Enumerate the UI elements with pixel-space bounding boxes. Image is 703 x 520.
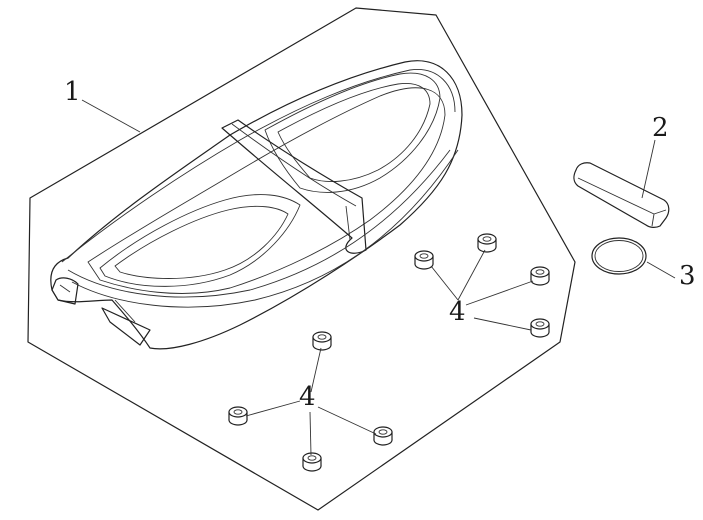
- grommet: [373, 426, 393, 446]
- callout-grommets-upper: 4: [449, 297, 466, 327]
- grommets-upper: [414, 233, 550, 338]
- grommets-lower: [228, 331, 393, 472]
- leader-lines: [81, 99, 676, 456]
- grommet: [530, 266, 550, 286]
- callout-grommets-lower: 4: [299, 382, 316, 412]
- o-ring-part: [591, 237, 647, 275]
- grommet: [414, 250, 434, 270]
- assembly-boundary: [27, 7, 576, 511]
- callout-seat: 1: [64, 77, 81, 107]
- grommet: [312, 331, 332, 351]
- callout-seat-pad: 2: [652, 113, 669, 143]
- seat-part: [50, 60, 463, 350]
- callout-o-ring: 3: [679, 261, 696, 291]
- grommet: [228, 406, 248, 426]
- grommet: [477, 233, 497, 253]
- grommet: [302, 452, 322, 472]
- seat-pad-part: [573, 162, 670, 228]
- grommet: [530, 318, 550, 338]
